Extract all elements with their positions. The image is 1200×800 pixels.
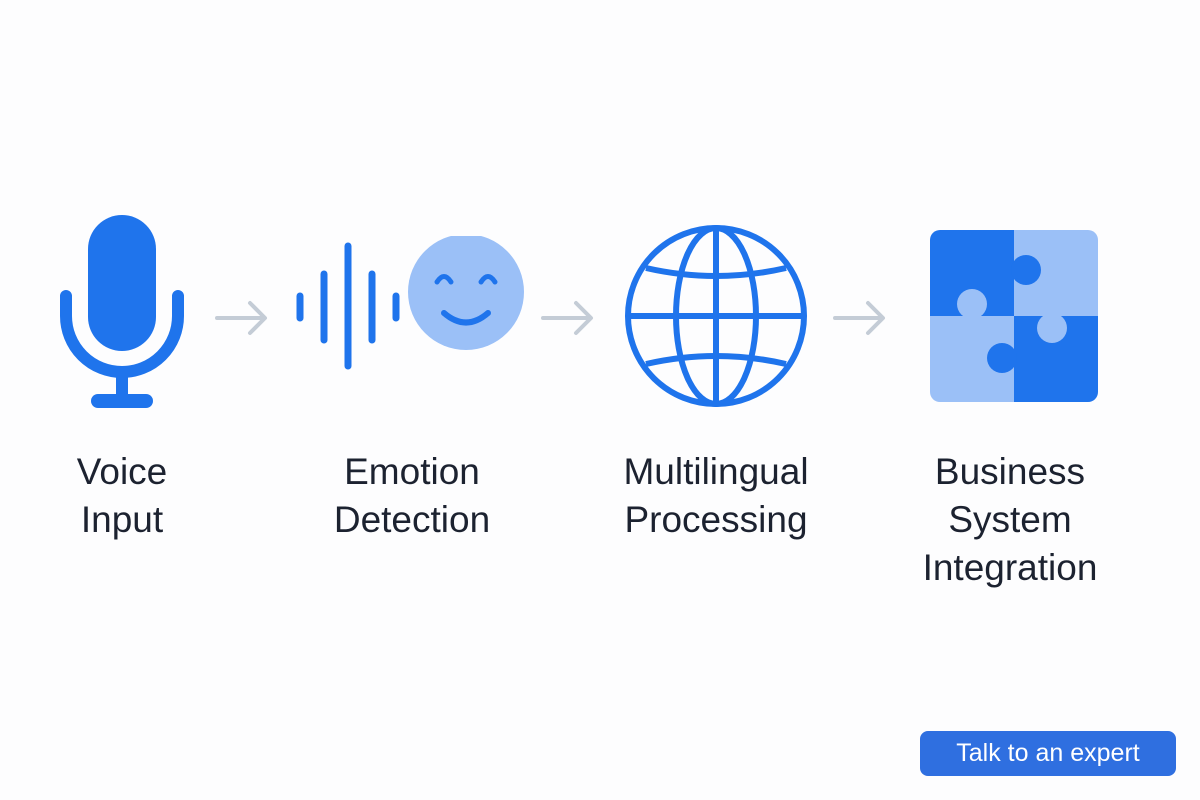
step-label-emotion-detection: Emotion Detection [300, 448, 524, 544]
step-label-line: Input [80, 499, 164, 540]
step-label-line: Business [934, 451, 1086, 492]
step-label-voice-input: Voice Input [22, 448, 222, 544]
waveform-smiley-icon [296, 236, 524, 370]
step-label-line: Integration [922, 547, 1098, 588]
globe-icon [625, 225, 807, 407]
step-label-line: Multilingual [623, 451, 809, 492]
step-label-line: Voice [76, 451, 168, 492]
step-label-line: Processing [624, 499, 808, 540]
step-label-multilingual-processing: Multilingual Processing [586, 448, 846, 544]
arrow-right-icon [833, 301, 885, 335]
arrow-right-icon [541, 301, 593, 335]
step-label-line: System [948, 499, 1072, 540]
microphone-icon [60, 215, 184, 408]
step-label-business-system-integration: Business System Integration [880, 448, 1140, 592]
puzzle-icon [930, 230, 1098, 402]
talk-to-expert-button[interactable]: Talk to an expert [920, 731, 1176, 776]
step-label-line: Detection [333, 499, 491, 540]
arrow-right-icon [215, 301, 267, 335]
step-label-line: Emotion [344, 451, 480, 492]
